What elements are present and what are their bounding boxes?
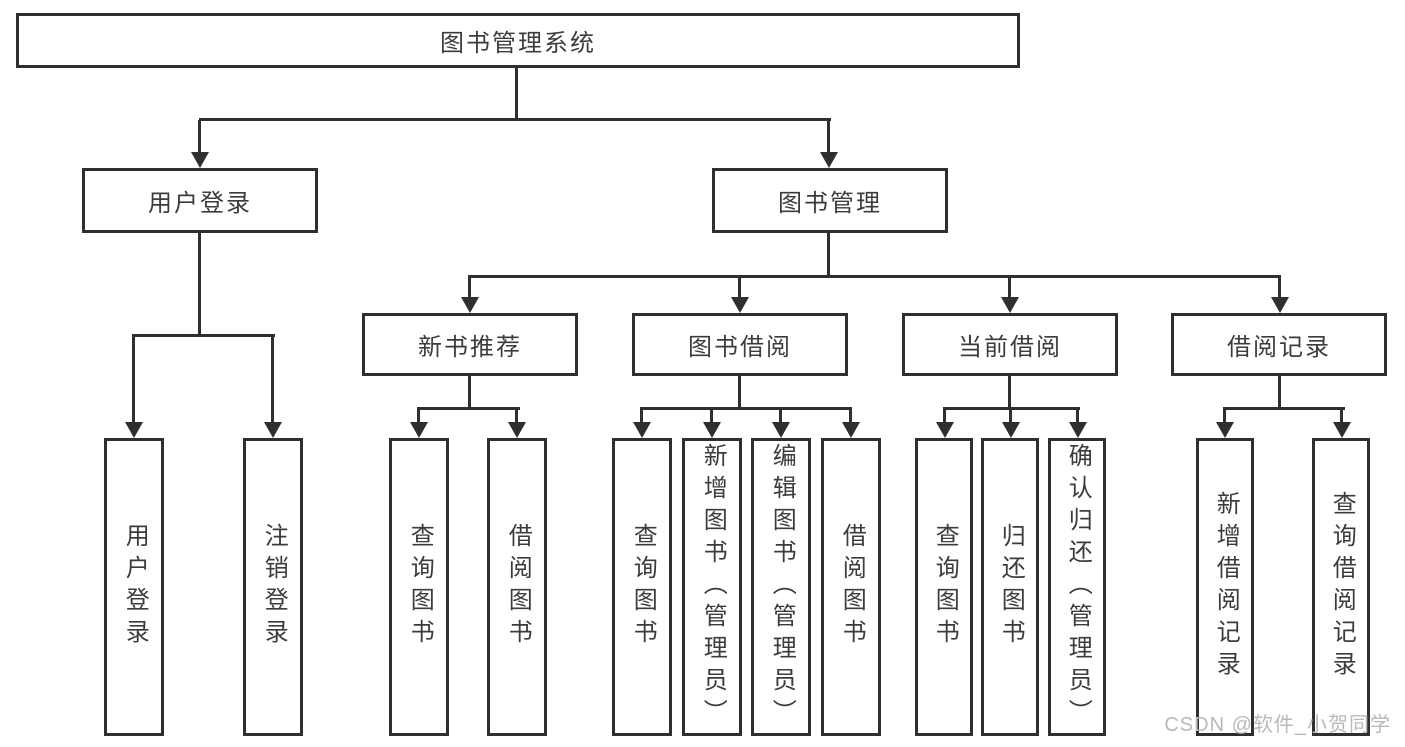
leaf-query-books-borrow-label: 查询图书 (629, 523, 657, 651)
connector-arrow-shaft (710, 409, 713, 425)
arrowhead-icon (1333, 422, 1351, 438)
connector-arrow-shaft (849, 409, 852, 425)
leaf-query-books-newbook: 查询图书 (389, 438, 449, 736)
connector-root-hbar (199, 118, 831, 121)
node-user-login: 用户登录 (82, 168, 318, 233)
leaf-edit-book-admin-label: 编辑图书（管理员） (768, 443, 796, 731)
connector-arrow-shaft (1008, 277, 1011, 299)
csdn-watermark: CSDN @软件_小贺同学 (1164, 714, 1391, 736)
arrowhead-icon (731, 297, 749, 313)
connector-arrow-shaft (640, 409, 643, 425)
arrowhead-icon (191, 152, 209, 168)
node-new-book-recommendation: 新书推荐 (362, 313, 578, 376)
node-current-borrowing-label: 当前借阅 (958, 334, 1062, 361)
arrowhead-icon (1216, 422, 1234, 438)
leaf-user-login: 用户登录 (104, 438, 164, 736)
connector-book-mgmt-stub (827, 233, 830, 278)
connector-bookborrow-stub (738, 376, 741, 410)
connector-arrow-shaft (827, 120, 830, 153)
connector-currentborrow-stub (1008, 376, 1011, 410)
connector-arrow-shaft (198, 120, 201, 153)
node-root: 图书管理系统 (16, 13, 1020, 68)
arrowhead-icon (1271, 297, 1289, 313)
leaf-query-books-current: 查询图书 (915, 438, 973, 736)
leaf-add-book-admin-label: 新增图书（管理员） (699, 443, 727, 731)
node-book-borrowing-label: 图书借阅 (688, 334, 792, 361)
connector-arrow-shaft (1278, 277, 1281, 299)
connector-arrow-shaft (1076, 409, 1079, 425)
arrowhead-icon (410, 422, 428, 438)
arrowhead-icon (1069, 422, 1087, 438)
connector-arrow-shaft (515, 409, 518, 425)
connector-arrow-shaft (132, 336, 135, 425)
connector-currentborrow-hbar (943, 407, 1080, 410)
connector-arrow-shaft (1009, 409, 1012, 425)
connector-arrow-shaft (468, 277, 471, 299)
arrowhead-icon (703, 422, 721, 438)
arrowhead-icon (461, 297, 479, 313)
node-user-login-label: 用户登录 (148, 190, 252, 217)
leaf-edit-book-admin: 编辑图书（管理员） (751, 438, 811, 736)
leaf-query-books-borrow: 查询图书 (612, 438, 672, 736)
connector-arrow-shaft (738, 277, 741, 299)
connector-newbook-hbar (417, 407, 520, 410)
node-book-management-label: 图书管理 (778, 190, 882, 217)
arrowhead-icon (842, 422, 860, 438)
leaf-query-books-newbook-label: 查询图书 (406, 523, 434, 651)
leaf-return-book-label: 归还图书 (997, 523, 1025, 651)
connector-bookborrow-hbar (640, 407, 852, 410)
connector-arrow-shaft (417, 409, 420, 425)
node-root-label: 图书管理系统 (440, 30, 596, 57)
arrowhead-icon (772, 422, 790, 438)
leaf-add-book-admin: 新增图书（管理员） (682, 438, 742, 736)
leaf-borrow-books-borrow: 借阅图书 (821, 438, 881, 736)
connector-arrow-shaft (271, 336, 274, 425)
node-borrowing-records: 借阅记录 (1171, 313, 1387, 376)
connector-root-stub (515, 68, 518, 121)
connector-newbook-stub (468, 376, 471, 410)
arrowhead-icon (820, 152, 838, 168)
node-current-borrowing: 当前借阅 (902, 313, 1118, 376)
connector-arrow-shaft (943, 409, 946, 425)
node-book-management: 图书管理 (712, 168, 948, 233)
leaf-add-borrow-record: 新增借阅记录 (1196, 438, 1254, 736)
arrowhead-icon (508, 422, 526, 438)
leaf-query-books-current-label: 查询图书 (931, 523, 959, 651)
connector-book-mgmt-hbar (468, 275, 1281, 278)
arrowhead-icon (1002, 422, 1020, 438)
leaf-logout: 注销登录 (243, 438, 303, 736)
leaf-confirm-return-admin-label: 确认归还（管理员） (1064, 443, 1092, 731)
leaf-borrow-books-newbook-label: 借阅图书 (504, 523, 532, 651)
arrowhead-icon (264, 422, 282, 438)
leaf-logout-label: 注销登录 (260, 523, 288, 651)
connector-arrow-shaft (1223, 409, 1226, 425)
leaf-confirm-return-admin: 确认归还（管理员） (1048, 438, 1106, 736)
connector-records-stub (1278, 376, 1281, 410)
connector-records-hbar (1223, 407, 1345, 410)
leaf-query-borrow-record-label: 查询借阅记录 (1328, 491, 1356, 683)
leaf-return-book: 归还图书 (981, 438, 1039, 736)
connector-user-login-hbar (132, 334, 275, 337)
connector-arrow-shaft (779, 409, 782, 425)
arrowhead-icon (936, 422, 954, 438)
leaf-add-borrow-record-label: 新增借阅记录 (1212, 491, 1240, 683)
leaf-query-borrow-record: 查询借阅记录 (1312, 438, 1370, 736)
leaf-borrow-books-newbook: 借阅图书 (487, 438, 547, 736)
leaf-borrow-books-borrow-label: 借阅图书 (838, 523, 866, 651)
arrowhead-icon (125, 422, 143, 438)
arrowhead-icon (633, 422, 651, 438)
node-book-borrowing: 图书借阅 (632, 313, 848, 376)
node-new-book-recommendation-label: 新书推荐 (418, 334, 522, 361)
node-borrowing-records-label: 借阅记录 (1227, 334, 1331, 361)
leaf-user-login-label: 用户登录 (121, 523, 149, 651)
connector-arrow-shaft (1340, 409, 1343, 425)
connector-user-login-stub (198, 233, 201, 337)
arrowhead-icon (1001, 297, 1019, 313)
